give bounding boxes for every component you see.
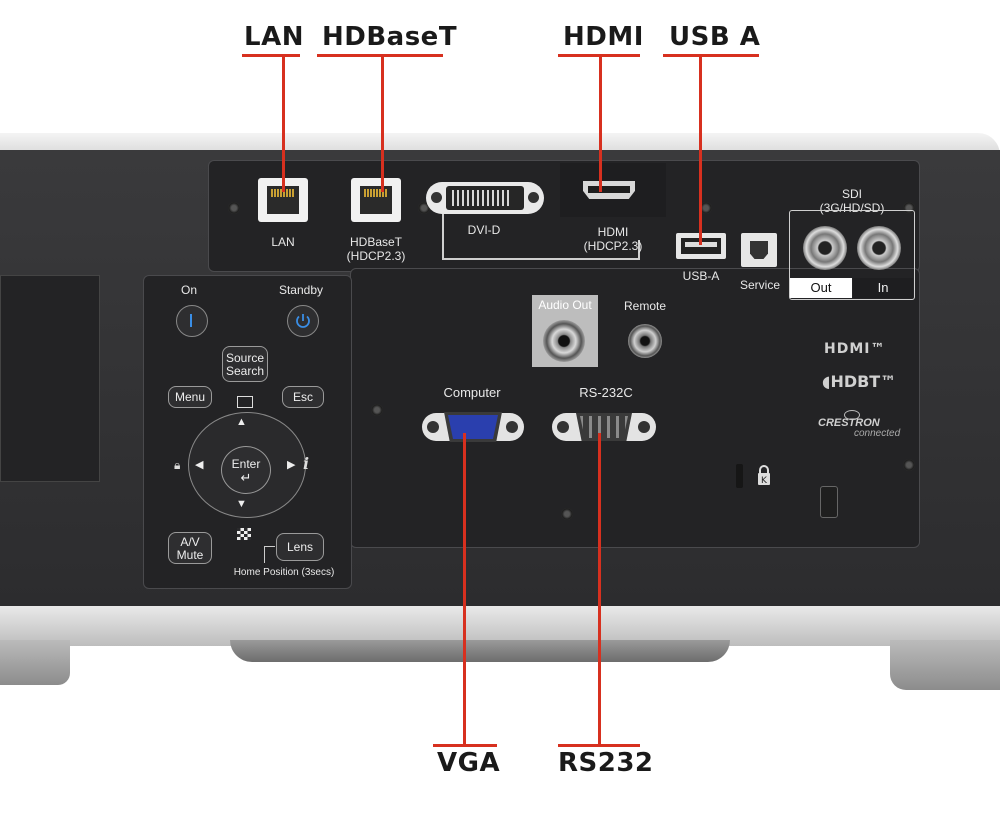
rs232c-port[interactable]: [552, 413, 656, 441]
crestron-mark: [844, 410, 860, 420]
hdbt-logo: ◖HDBT™: [822, 372, 897, 391]
projector-bottom-edge: [0, 606, 1000, 646]
lan-callout-underline: [242, 54, 300, 57]
hdbaset-port-label: HDBaseT: [349, 235, 402, 249]
sdi-label: SDI: [841, 187, 862, 201]
sdi-format-label: (3G/HD/SD): [819, 201, 885, 215]
hdbaset-callout-label: HDBaseT: [322, 22, 458, 52]
usb-a-callout-line: [699, 57, 702, 245]
lan-callout-label: LAN: [244, 22, 304, 52]
hdmi-port-label: HDMI: [597, 225, 629, 239]
lock-button-icon: 🔒︎: [174, 458, 181, 472]
rs232-callout-underline: [558, 744, 640, 747]
av-mute-label-2: Mute: [176, 548, 204, 562]
crestron-logo: CRESTRON connected: [818, 410, 904, 440]
source-search-label-1: Source: [225, 351, 265, 365]
arrow-up-icon[interactable]: ▲: [236, 416, 247, 428]
svg-text:K: K: [761, 476, 768, 486]
source-search-button[interactable]: Source Search: [222, 346, 268, 382]
screw: [700, 202, 712, 214]
hdmi-logo: HDMI™: [824, 341, 886, 357]
screw: [903, 459, 915, 471]
vga-port[interactable]: [422, 412, 524, 442]
side-vent-panel: [0, 275, 100, 482]
menu-button[interactable]: Menu: [168, 386, 212, 408]
aspect-icon: [237, 396, 253, 408]
enter-button[interactable]: Enter ↵: [221, 446, 271, 494]
hdbaset-callout-underline: [317, 54, 443, 57]
av-mute-label-1: A/V: [180, 535, 200, 549]
standby-button[interactable]: [287, 305, 319, 337]
lan-port-label: LAN: [271, 235, 295, 249]
standby-label: Standby: [278, 283, 324, 297]
test-pattern-icon: [237, 528, 251, 540]
av-mute-button[interactable]: A/V Mute: [168, 532, 212, 564]
security-bar: [820, 486, 838, 518]
esc-button[interactable]: Esc: [282, 386, 324, 408]
hdbt-logo-text: HDBT: [830, 372, 881, 391]
dvi-d-label: DVI-D: [467, 223, 501, 237]
security-slot: [736, 464, 743, 488]
power-on-icon: [190, 314, 192, 327]
arrow-left-icon[interactable]: ◀: [195, 459, 204, 471]
remote-label: Remote: [623, 299, 667, 313]
enter-label: Enter: [231, 457, 261, 471]
bracket-line: [638, 240, 640, 260]
vga-callout-line: [463, 433, 466, 745]
usb-a-callout-label: USB A: [669, 22, 761, 52]
rs232c-label: RS-232C: [579, 385, 633, 400]
info-icon: i: [303, 454, 310, 473]
bracket-line: [442, 214, 444, 260]
computer-label: Computer: [443, 385, 501, 400]
sdi-out-label: Out: [790, 278, 852, 298]
lens-button[interactable]: Lens: [276, 533, 324, 561]
crestron-text: CRESTRON: [818, 417, 880, 429]
hdbaset-port[interactable]: [351, 178, 401, 222]
hdmi-callout-line: [599, 57, 602, 192]
hdbaset-callout-line: [381, 57, 384, 192]
rs232-callout-label: RS232: [558, 748, 654, 778]
hdmi-port-slot: [588, 186, 630, 193]
sdi-group-frame: [789, 210, 915, 300]
home-position-bracket: [264, 546, 275, 563]
home-position-label: Home Position (3secs): [233, 567, 335, 578]
projector-top-edge: [0, 133, 1000, 155]
enter-arrow-icon: ↵: [240, 470, 252, 485]
screw: [228, 202, 240, 214]
arrow-down-icon[interactable]: ▼: [236, 498, 247, 510]
lan-callout-line: [282, 57, 285, 192]
arrow-right-icon[interactable]: ▶: [287, 459, 296, 471]
usb-a-callout-underline: [663, 54, 759, 57]
hdbaset-hdcp-label: (HDCP2.3): [346, 249, 406, 263]
bracket-line: [442, 258, 640, 260]
audio-out-jack[interactable]: [543, 320, 585, 362]
standby-power-icon: [296, 314, 310, 328]
dvi-d-port[interactable]: [426, 182, 544, 214]
sdi-in-label: In: [853, 278, 913, 298]
on-label: On: [180, 283, 197, 297]
sdi-in-port[interactable]: [857, 226, 901, 270]
power-on-button[interactable]: [176, 305, 208, 337]
service-port[interactable]: [741, 233, 777, 267]
screw: [371, 404, 383, 416]
audio-out-label: Audio Out: [538, 298, 592, 312]
source-search-label-2: Search: [225, 364, 265, 378]
lan-port[interactable]: [258, 178, 308, 222]
hdmi-callout-underline: [558, 54, 640, 57]
rs232-callout-line: [598, 433, 601, 745]
projector-foot-left: [0, 640, 70, 685]
screw: [561, 508, 573, 520]
projector-base-center: [230, 640, 730, 662]
hdmi-hdcp-label: (HDCP2.3): [583, 239, 643, 253]
sdi-out-port[interactable]: [803, 226, 847, 270]
hdmi-callout-label: HDMI: [563, 22, 644, 52]
lock-icon: K: [756, 464, 772, 486]
crestron-connected-text: connected: [854, 428, 901, 439]
vga-callout-underline: [433, 744, 497, 747]
service-label: Service: [739, 278, 780, 292]
projector-foot-right: [890, 640, 1000, 690]
usb-a-label: USB-A: [682, 269, 720, 283]
remote-jack[interactable]: [628, 324, 662, 358]
vga-callout-label: VGA: [437, 748, 501, 778]
